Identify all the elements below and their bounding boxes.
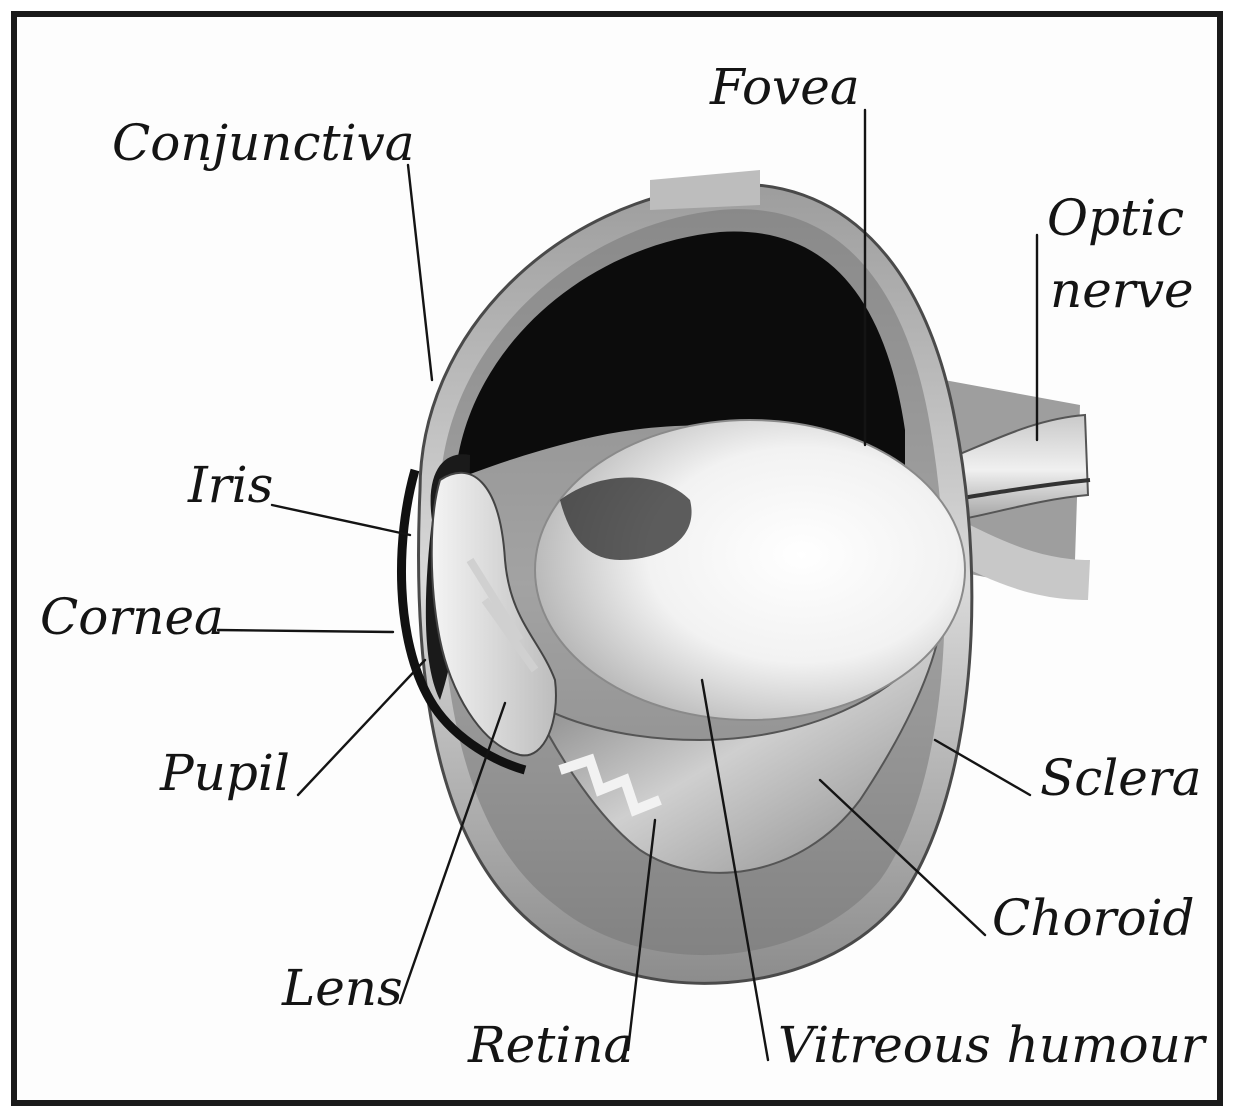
- label-pupil: Pupil: [159, 744, 290, 802]
- vitreous-shape: [535, 420, 965, 720]
- label-cornea: Cornea: [40, 588, 224, 646]
- label-choroid: Choroid: [992, 889, 1195, 947]
- label-sclera: Sclera: [1040, 749, 1202, 807]
- label-retina: Retina: [467, 1016, 633, 1074]
- label-lens: Lens: [281, 959, 403, 1017]
- label-fovea: Fovea: [709, 58, 860, 116]
- label-optic-nerve-line2: nerve: [1050, 261, 1194, 319]
- label-vitreous-humour: Vitreous humour: [778, 1016, 1208, 1074]
- label-conjunctiva: Conjunctiva: [112, 114, 415, 172]
- label-iris: Iris: [187, 456, 273, 514]
- label-optic-nerve-line1: Optic: [1047, 189, 1184, 247]
